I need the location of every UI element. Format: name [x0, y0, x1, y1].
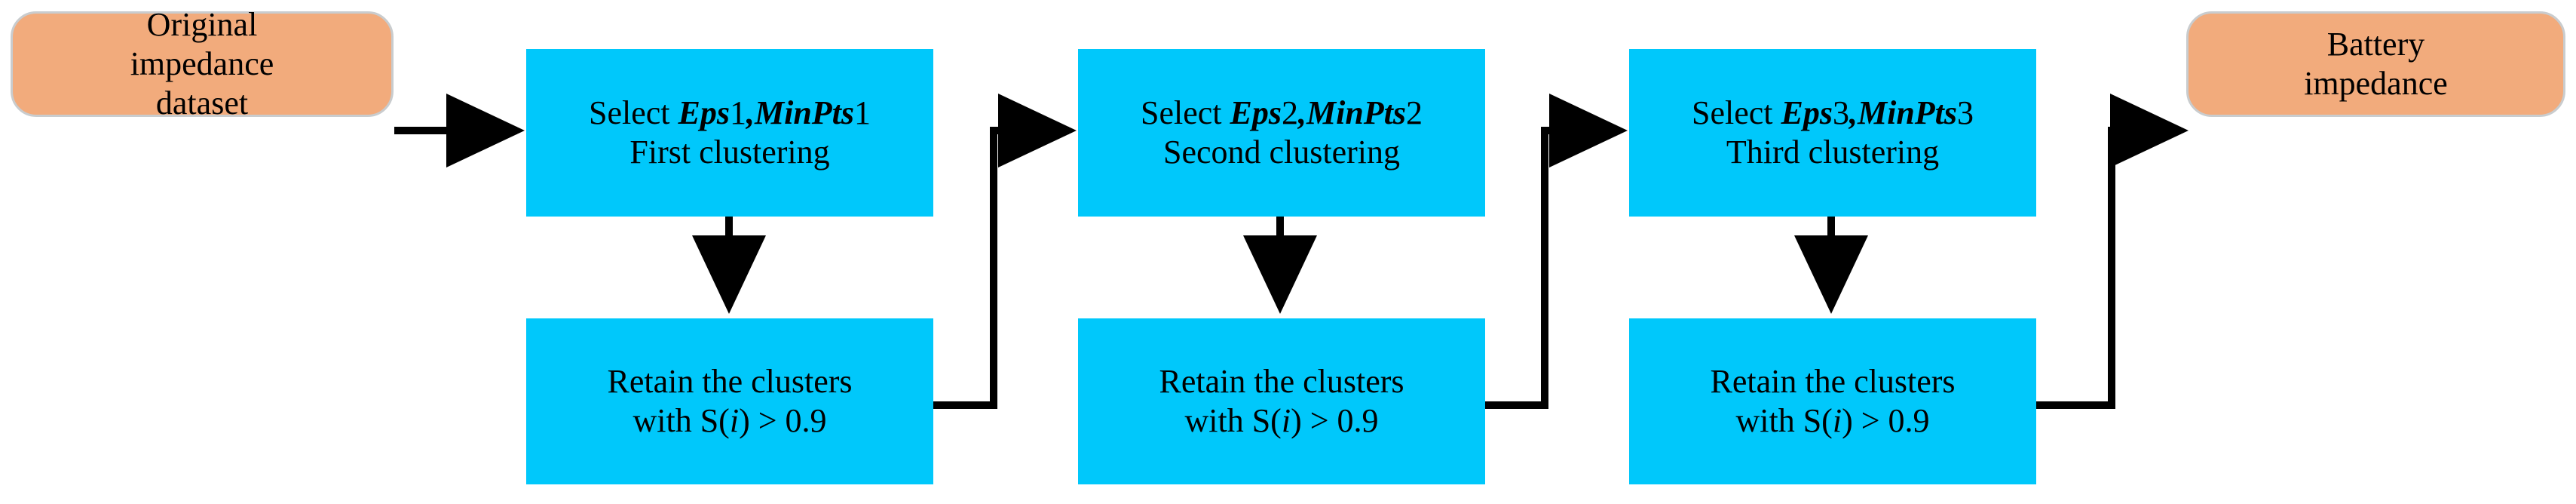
select-2-prefix: Select [1140, 94, 1230, 132]
select-2-minpts: MinPts [1306, 94, 1407, 132]
node-battery-impedance[interactable]: Battery impedance [2186, 11, 2565, 117]
select-2-separator: , [1297, 94, 1306, 132]
node-original-dataset-line-3: dataset [155, 84, 249, 121]
node-retain-1-line-2: with S(i) > 0.9 [633, 401, 826, 441]
select-1-eps: Eps [678, 94, 730, 132]
retain-1-suffix: ) > 0.9 [739, 402, 827, 439]
node-original-dataset[interactable]: Original impedance dataset [11, 6, 394, 121]
select-3-prefix: Select [1691, 94, 1781, 132]
select-1-separator: , [746, 94, 755, 132]
select-3-separator: , [1849, 94, 1858, 132]
select-3-eps: Eps [1781, 94, 1833, 132]
retain-3-var: i [1832, 402, 1842, 439]
node-retain-3-line-1: Retain the clusters [1710, 363, 1956, 401]
node-retain-3-line-2: with S(i) > 0.9 [1735, 401, 1929, 441]
edge-retain1-to-select2 [933, 94, 1077, 409]
node-select-3[interactable]: Select Eps3,MinPts3 Third clustering [1629, 49, 2036, 217]
node-retain-2-line-1: Retain the clusters [1159, 363, 1404, 401]
node-select-3-params: Select Eps3,MinPts3 [1692, 94, 1974, 133]
select-1-eps-index: 1 [729, 94, 746, 132]
edge-retain3-to-battery [2035, 94, 2189, 409]
edge-retain2-to-select3 [1484, 94, 1628, 409]
node-original-dataset-line-2: impedance [130, 45, 274, 83]
select-3-minpts-index: 3 [1957, 94, 1974, 132]
select-3-eps-index: 3 [1832, 94, 1849, 132]
node-retain-1-line-1: Retain the clusters [607, 363, 853, 401]
retain-3-suffix: ) > 0.9 [1842, 402, 1930, 439]
node-select-1-params: Select Eps1,MinPts1 [589, 94, 871, 133]
retain-2-suffix: ) > 0.9 [1291, 402, 1379, 439]
node-select-2-stage: Second clustering [1162, 134, 1401, 171]
node-select-2[interactable]: Select Eps2,MinPts2 Second clustering [1078, 49, 1485, 217]
node-select-1[interactable]: Select Eps1,MinPts1 First clustering [526, 49, 933, 217]
select-1-minpts-index: 1 [854, 94, 871, 132]
select-2-minpts-index: 2 [1406, 94, 1423, 132]
retain-3-prefix: with S( [1735, 402, 1833, 439]
retain-1-var: i [729, 402, 740, 439]
node-battery-impedance-line-1: Battery [2326, 26, 2425, 63]
select-1-minpts: MinPts [754, 94, 855, 132]
node-select-1-stage: First clustering [629, 134, 830, 171]
select-2-eps: Eps [1230, 94, 1282, 132]
retain-2-var: i [1281, 402, 1291, 439]
select-3-minpts: MinPts [1857, 94, 1958, 132]
retain-2-prefix: with S( [1184, 402, 1282, 439]
node-battery-impedance-line-2: impedance [2304, 65, 2448, 102]
node-retain-1[interactable]: Retain the clusters with S(i) > 0.9 [526, 318, 933, 484]
select-1-prefix: Select [588, 94, 678, 132]
node-select-2-params: Select Eps2,MinPts2 [1141, 94, 1423, 133]
retain-1-prefix: with S( [633, 402, 730, 439]
node-original-dataset-line-1: Original [146, 6, 258, 44]
node-retain-2[interactable]: Retain the clusters with S(i) > 0.9 [1078, 318, 1485, 484]
node-select-3-stage: Third clustering [1726, 134, 1940, 171]
node-retain-2-line-2: with S(i) > 0.9 [1184, 401, 1378, 441]
node-retain-3[interactable]: Retain the clusters with S(i) > 0.9 [1629, 318, 2036, 484]
select-2-eps-index: 2 [1281, 94, 1298, 132]
